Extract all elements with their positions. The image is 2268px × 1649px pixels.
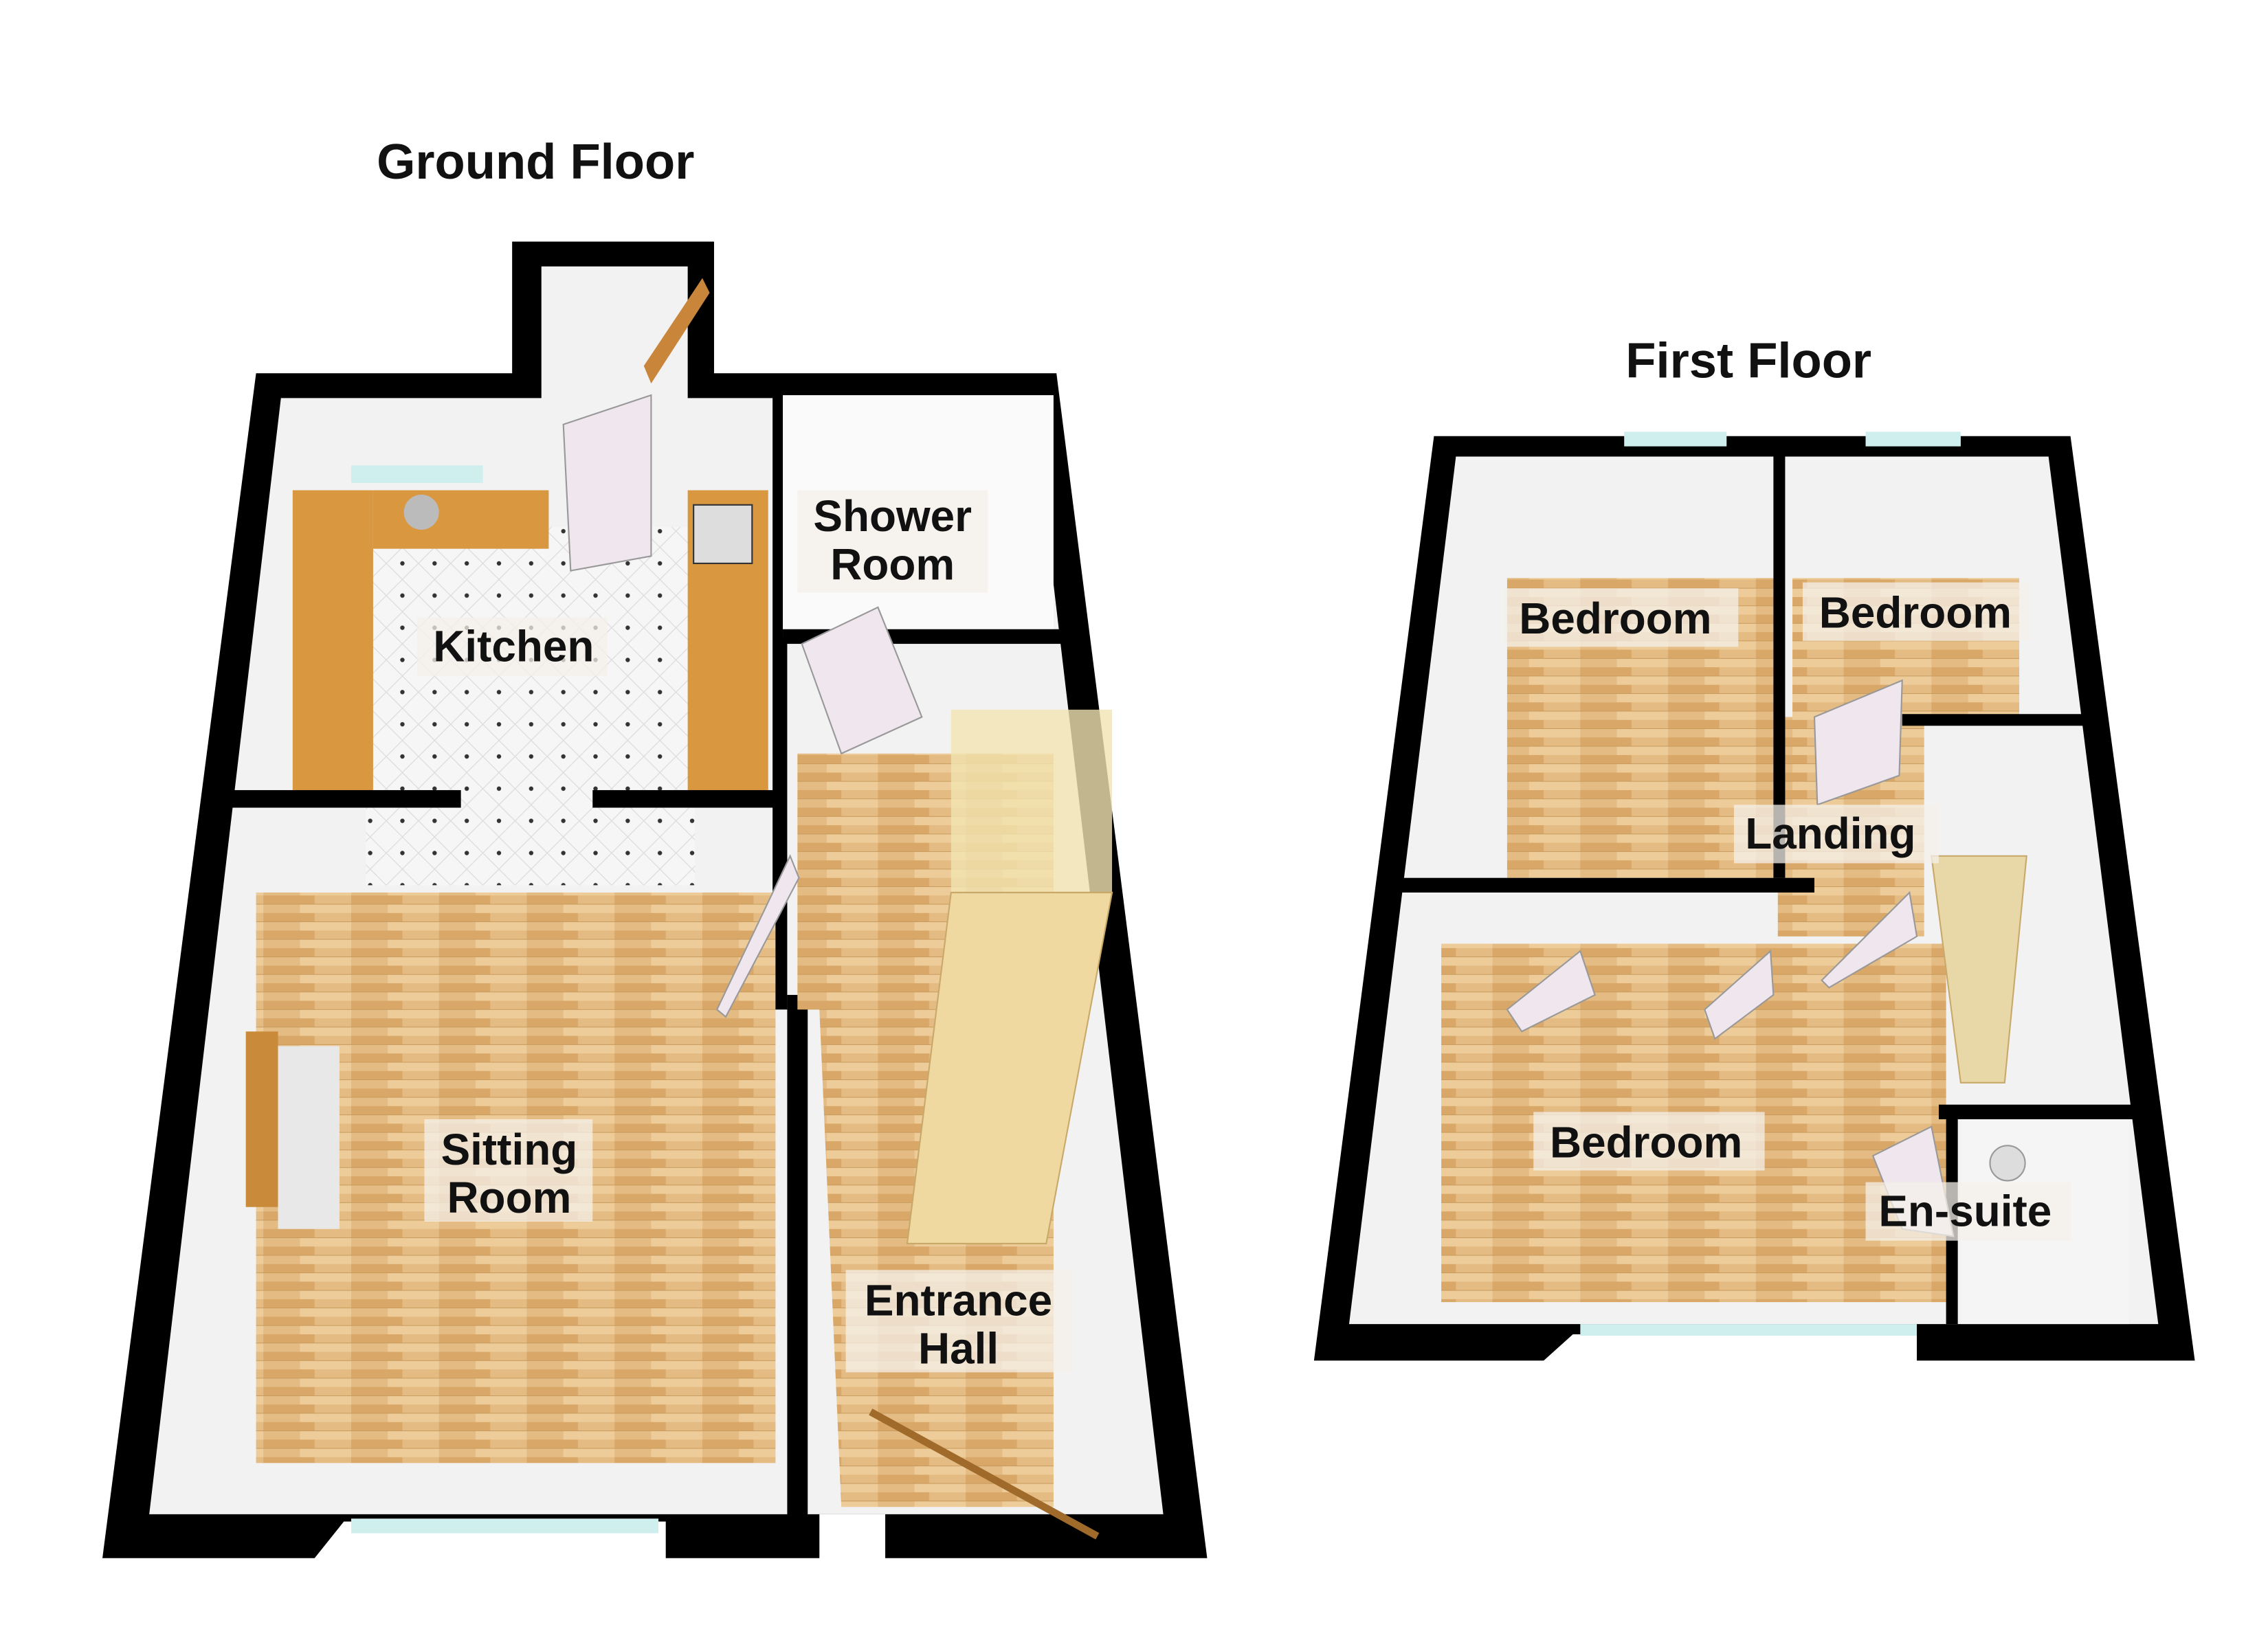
- bedroom-1-window: [1624, 431, 1727, 447]
- hob-icon: [693, 504, 753, 565]
- ensuite-label: En-suite: [1878, 1186, 2052, 1235]
- wardrobe-door[interactable]: [1704, 949, 1775, 1040]
- kitchen-window: [351, 465, 483, 483]
- bedroom-3-window: [1580, 1324, 1917, 1336]
- ground-floor: Ground Floor Kitchen Shower: [102, 134, 1208, 1558]
- bedroom-3-label: Bedroom: [1550, 1117, 1742, 1167]
- kitchen-worktop-top: [373, 490, 549, 549]
- sitting-room-label-line1: Sitting: [441, 1125, 578, 1174]
- kitchen-sitting-wall: [227, 789, 461, 808]
- bedroom-divider-wall: [1773, 453, 1786, 878]
- first-floor-stairs: [1931, 855, 2027, 1084]
- toilet-icon: [1989, 1145, 2026, 1182]
- sitting-hall-wall: [787, 995, 808, 1522]
- first-floor: First Floor Bedroom Bedroom Landing Bedr…: [1313, 333, 2195, 1361]
- kitchen-floor: [366, 526, 696, 886]
- kitchen-label: Kitchen: [433, 622, 594, 671]
- kitchen-door[interactable]: [562, 394, 652, 572]
- shower-room-door[interactable]: [801, 606, 923, 755]
- bedroom-2-door[interactable]: [1813, 679, 1903, 806]
- wardrobe-door[interactable]: [1506, 950, 1596, 1033]
- first-floor-title: First Floor: [1625, 333, 1871, 389]
- back-door[interactable]: [643, 278, 710, 384]
- landing-wall: [1902, 714, 2085, 726]
- sink-icon: [403, 494, 439, 530]
- entrance-hall-label-line1: Entrance: [865, 1275, 1052, 1325]
- bedroom-2-window: [1865, 431, 1961, 447]
- ground-floor-title: Ground Floor: [377, 134, 694, 190]
- entrance-hall-label-line2: Hall: [918, 1324, 999, 1373]
- front-door[interactable]: [869, 1409, 1100, 1540]
- landing-label: Landing: [1745, 809, 1915, 858]
- hearth: [278, 1046, 340, 1229]
- kitchen-hall-wall: [592, 789, 783, 808]
- sitting-room-door[interactable]: [715, 854, 800, 1018]
- sitting-room-label-line2: Room: [447, 1173, 571, 1222]
- bedroom-2-label: Bedroom: [1819, 588, 2012, 638]
- bedroom-3-top-wall: [1397, 877, 1814, 893]
- kitchen-worktop-left: [292, 490, 373, 790]
- shower-room-label-line1: Shower: [813, 491, 972, 541]
- staircase: [906, 709, 1113, 1245]
- bedroom-1-label: Bedroom: [1519, 594, 1711, 643]
- ensuite-top-wall: [1938, 1104, 2137, 1119]
- bedroom-3-door[interactable]: [1821, 890, 1918, 989]
- fireplace-icon: [245, 1031, 278, 1207]
- shower-room-label-line2: Room: [830, 539, 955, 589]
- sitting-room-window: [351, 1518, 659, 1534]
